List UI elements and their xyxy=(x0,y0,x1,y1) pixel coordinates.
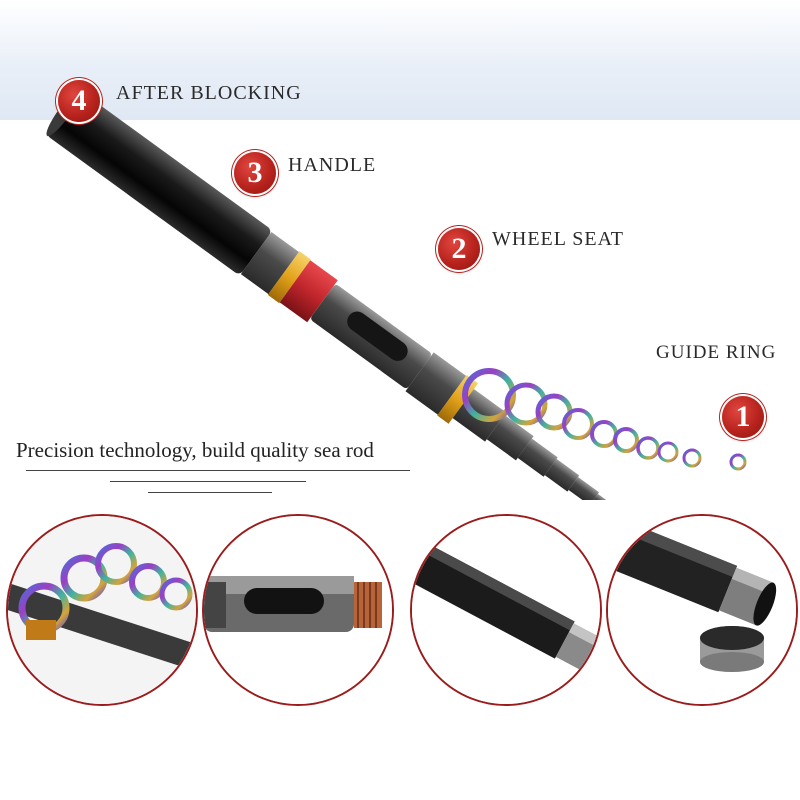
wheel-seat-detail xyxy=(202,514,394,706)
marker-3: 3 xyxy=(234,152,276,194)
guide-rings-detail xyxy=(6,514,198,706)
label-guide-ring: GUIDE RING xyxy=(656,342,777,363)
background-sky xyxy=(0,0,800,120)
divider-line-1 xyxy=(26,470,410,471)
end-cap-detail xyxy=(606,514,798,706)
fishing-rod-image xyxy=(46,90,747,500)
label-wheel-seat: WHEEL SEAT xyxy=(492,228,625,250)
marker-4: 4 xyxy=(58,80,100,122)
marker-2: 2 xyxy=(438,228,480,270)
label-handle: HANDLE xyxy=(288,154,377,176)
divider-line-2 xyxy=(110,481,306,482)
marker-1: 1 xyxy=(722,396,764,438)
rod-section-detail xyxy=(410,514,602,706)
divider-line-3 xyxy=(148,492,272,493)
label-after-blocking: AFTER BLOCKING xyxy=(116,82,302,104)
tagline: Precision technology, build quality sea … xyxy=(16,438,374,462)
